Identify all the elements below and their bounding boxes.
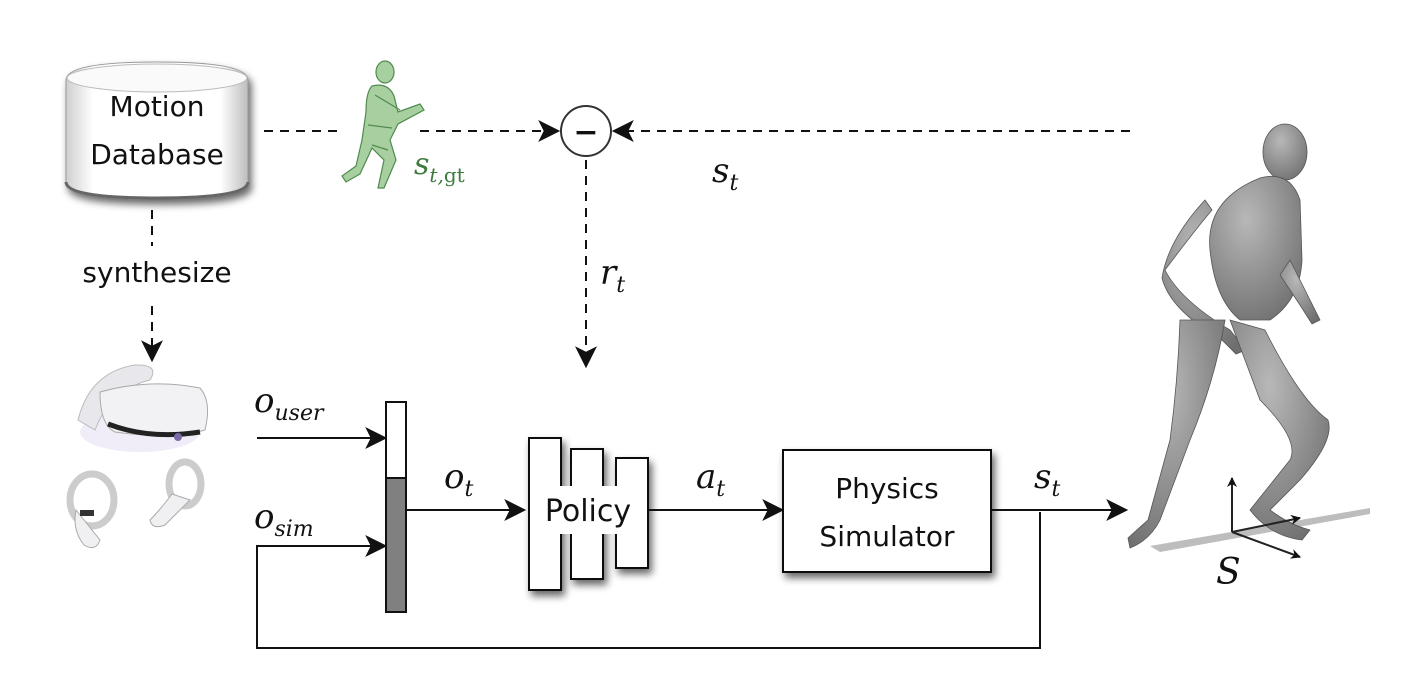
action-label: at (696, 457, 725, 502)
physics-simulator-box (782, 449, 992, 573)
output-state-label: st (1034, 457, 1060, 502)
obs-user-label: ouser (254, 381, 325, 426)
obs-user-segment (385, 401, 407, 479)
simulator-label-line2: Simulator (819, 520, 955, 553)
gt-state-label: st,gt (414, 147, 465, 187)
frame-label: S (1216, 552, 1241, 593)
synthesize-label: synthesize (82, 256, 231, 289)
ground-truth-character-icon (341, 60, 425, 189)
obs-sim-segment (385, 477, 407, 613)
reward-label: rt (600, 253, 625, 298)
database-label-line2: Database (90, 138, 224, 171)
simulator-label-line1: Physics (835, 472, 939, 505)
simulated-character-icon (1127, 123, 1370, 552)
policy-label: Policy (545, 494, 631, 529)
vr-headset-icon (77, 364, 209, 452)
obs-combined-label: ot (444, 457, 473, 502)
policy-label-bg (535, 486, 641, 534)
database-label-line1: Motion (110, 90, 205, 123)
obs-sim-label: osim (254, 497, 314, 542)
feedback-state-label: st (712, 151, 738, 196)
subtract-symbol: − (573, 115, 598, 150)
obs-sim-feedback-arrow (256, 512, 1041, 649)
coordinate-frame-icon (1227, 477, 1301, 559)
motion-database (64, 61, 250, 200)
vr-controllers-icon (66, 458, 205, 549)
subtract-node (560, 105, 612, 157)
